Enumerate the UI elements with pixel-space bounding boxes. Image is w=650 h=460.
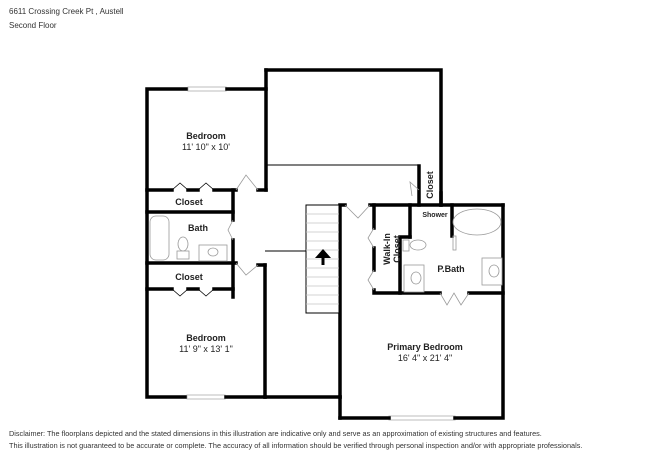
room-name-bath: Bath xyxy=(188,223,208,233)
room-name-walk-in-line1: Walk-In xyxy=(382,233,392,265)
staircase xyxy=(265,204,340,314)
room-dimensions-primary-bedroom: 16' 4" x 21' 4" xyxy=(398,353,452,363)
doors xyxy=(171,174,470,306)
property-address: 6611 Crossing Creek Pt , Austell xyxy=(9,7,124,16)
window-bedroom-1 xyxy=(187,86,227,92)
window-bedroom-2 xyxy=(186,394,226,400)
room-name-shower: Shower xyxy=(422,212,448,219)
disclaimer-line-1: Disclaimer: The floorplans depicted and … xyxy=(9,429,542,438)
soaking-tub-icon xyxy=(452,208,502,236)
room-name-primary-bath: P.Bath xyxy=(437,264,464,274)
fixtures xyxy=(149,208,503,293)
arrow-up-icon xyxy=(315,249,331,265)
room-name-hall-closet: Closet xyxy=(425,171,435,199)
window-primary-bedroom xyxy=(388,415,456,421)
room-dimensions-bedroom-1: 11' 10" x 10' xyxy=(182,142,230,152)
room-name-bedroom-2: Bedroom xyxy=(186,333,226,343)
walls xyxy=(145,68,505,420)
toilet-icon xyxy=(177,236,189,252)
room-name-closet-1: Closet xyxy=(175,197,203,207)
room-name-walk-in-line2: Closet xyxy=(392,235,402,263)
room-name-primary-bedroom: Primary Bedroom xyxy=(387,342,463,352)
floor-label: Second Floor xyxy=(9,21,57,30)
bathtub-icon xyxy=(149,215,170,261)
room-dimensions-bedroom-2: 11' 9" x 13' 1" xyxy=(179,344,233,354)
room-name-bedroom-1: Bedroom xyxy=(186,131,226,141)
toilet-icon xyxy=(409,239,427,251)
room-name-closet-2: Closet xyxy=(175,272,203,282)
disclaimer-line-2: This illustration is not guaranteed to b… xyxy=(9,441,583,450)
